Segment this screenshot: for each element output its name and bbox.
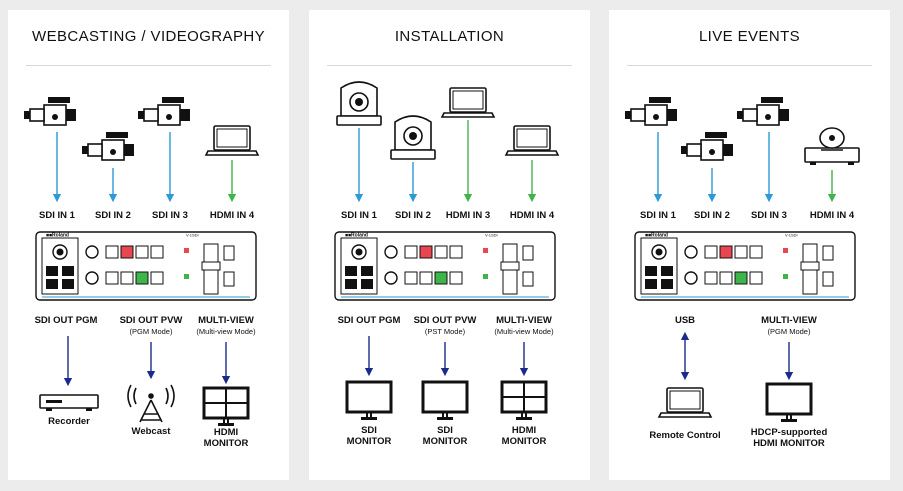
input-label: HDMI IN 4 <box>810 210 855 221</box>
device-label: SDI <box>437 425 453 436</box>
panel-title: WEBCASTING / VIDEOGRAPHY <box>32 28 265 45</box>
panel-webcasting: WEBCASTING / VIDEOGRAPHY <box>8 10 289 480</box>
diagram-live-events: SDI IN 1 SDI IN 2 SDI IN 3 HDMI IN 4 USB… <box>624 96 860 449</box>
device-label: HDMI MONITOR <box>753 438 825 449</box>
device-label: HDMI <box>214 427 238 438</box>
ptz-camera-icon <box>390 115 436 160</box>
monitor-icon <box>500 380 548 422</box>
device-label: HDCP-supported <box>751 427 828 438</box>
bluray-player-icon <box>804 127 860 165</box>
device-label: HDMI <box>512 425 536 436</box>
output-label: MULTI-VIEW <box>761 315 817 326</box>
input-label: HDMI IN 3 <box>446 210 490 221</box>
diagram-webcasting: ■■Roland V-1SDI SDI IN 1 SDI IN 2 SDI IN… <box>23 96 259 449</box>
input-label: SDI IN 3 <box>152 210 188 221</box>
output-label: MULTI-VIEW <box>198 315 254 326</box>
ptz-camera-icon <box>336 81 382 126</box>
camcorder-icon <box>680 131 734 161</box>
output-mode: (Multi-view Mode) <box>494 327 554 336</box>
output-mode: (PGM Mode) <box>768 327 811 336</box>
device-label: MONITOR <box>423 436 468 447</box>
input-label: HDMI IN 4 <box>210 210 255 221</box>
output-label: SDI OUT PGM <box>35 315 98 326</box>
camcorder-icon <box>736 96 790 126</box>
input-label: HDMI IN 4 <box>510 210 555 221</box>
panel-title: LIVE EVENTS <box>698 28 801 45</box>
monitor-icon <box>345 380 393 422</box>
monitor-icon <box>421 380 469 422</box>
divider <box>26 65 271 66</box>
diagram-installation: SDI IN 1 SDI IN 2 HDMI IN 3 HDMI IN 4 SD… <box>334 81 559 447</box>
laptop-icon <box>441 87 495 118</box>
device-label: MONITOR <box>502 436 547 447</box>
output-label: SDI OUT PVW <box>120 315 183 326</box>
panel-installation: INSTALLATION SDI IN 1 SDI IN 2 HDMI IN 3… <box>309 10 590 480</box>
video-switcher <box>35 231 257 301</box>
laptop-icon <box>205 125 259 156</box>
output-mode: (PGM Mode) <box>130 327 173 336</box>
output-label: MULTI-VIEW <box>496 315 552 326</box>
input-label: SDI IN 2 <box>694 210 730 221</box>
monitor-icon <box>765 382 813 424</box>
output-label: SDI OUT PGM <box>338 315 401 326</box>
video-switcher <box>334 231 556 301</box>
monitor-icon <box>202 386 250 428</box>
input-label: SDI IN 2 <box>95 210 131 221</box>
output-mode: (PST Mode) <box>425 327 466 336</box>
device-label: MONITOR <box>347 436 392 447</box>
device-label: MONITOR <box>204 438 249 449</box>
device-label: Recorder <box>48 416 90 427</box>
input-label: SDI IN 3 <box>751 210 787 221</box>
input-label: SDI IN 1 <box>640 210 677 221</box>
panel-title: INSTALLATION <box>394 28 505 45</box>
video-switcher <box>634 231 856 301</box>
laptop-icon <box>505 125 559 156</box>
camcorder-icon <box>23 96 77 126</box>
input-label: SDI IN 1 <box>341 210 378 221</box>
output-label: SDI OUT PVW <box>414 315 477 326</box>
divider <box>327 65 572 66</box>
laptop-icon <box>658 387 712 418</box>
panel-live-events: LIVE EVENTS SDI IN 1 SDI IN 2 SDI IN 3 H… <box>609 10 890 480</box>
output-label: USB <box>675 315 695 326</box>
camcorder-icon <box>81 131 135 161</box>
device-label: Remote Control <box>649 430 720 441</box>
device-label: Webcast <box>132 426 172 437</box>
input-label: SDI IN 2 <box>395 210 431 221</box>
camcorder-icon <box>137 96 191 126</box>
input-label: SDI IN 1 <box>39 210 76 221</box>
divider <box>627 65 872 66</box>
camcorder-icon <box>624 96 678 126</box>
output-mode: (Multi-view Mode) <box>196 327 256 336</box>
device-label: SDI <box>361 425 377 436</box>
broadcast-tower-icon <box>127 384 175 423</box>
recorder-icon <box>39 394 99 411</box>
